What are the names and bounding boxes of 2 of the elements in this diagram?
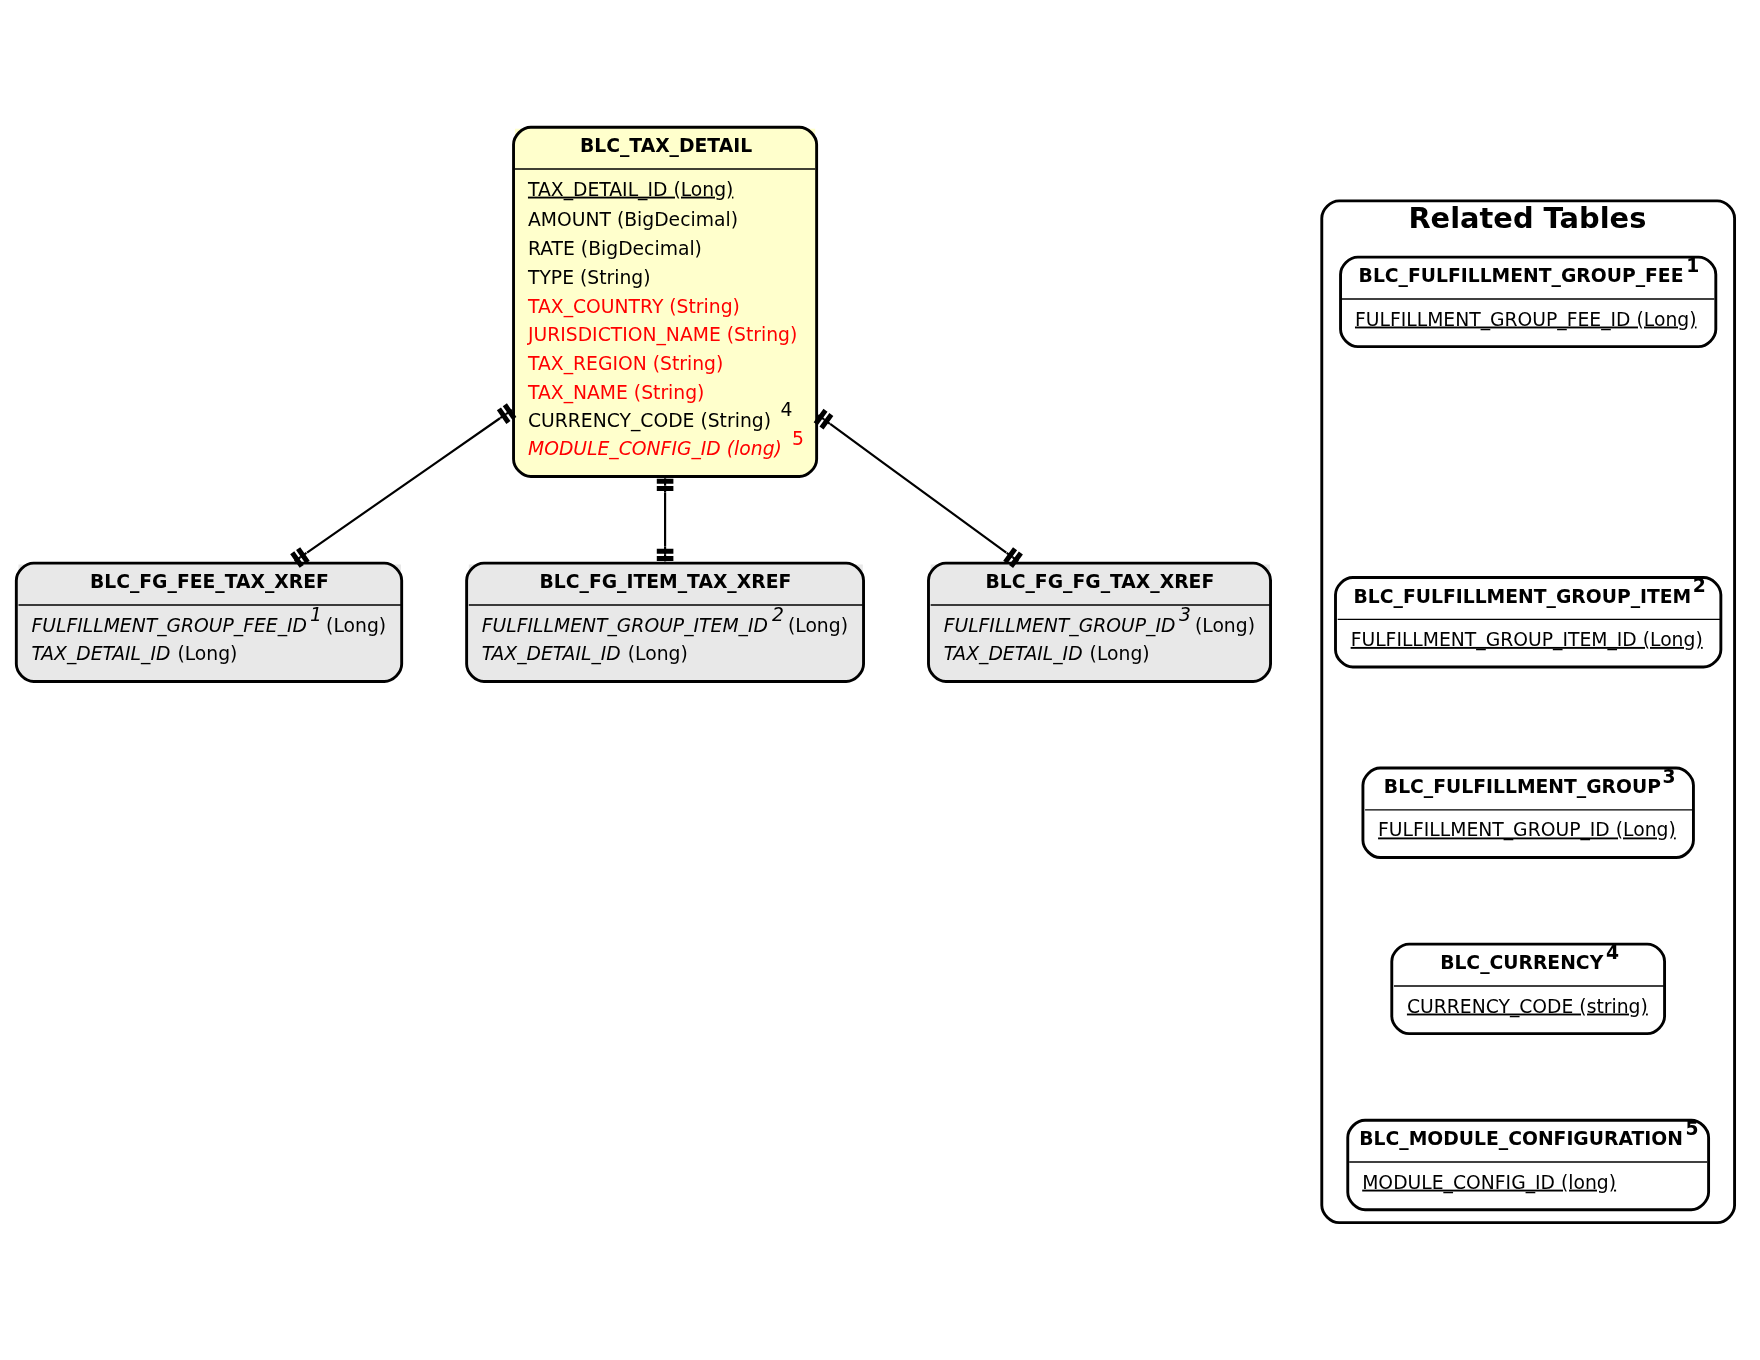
connector (289, 403, 516, 568)
connector (813, 408, 1023, 568)
